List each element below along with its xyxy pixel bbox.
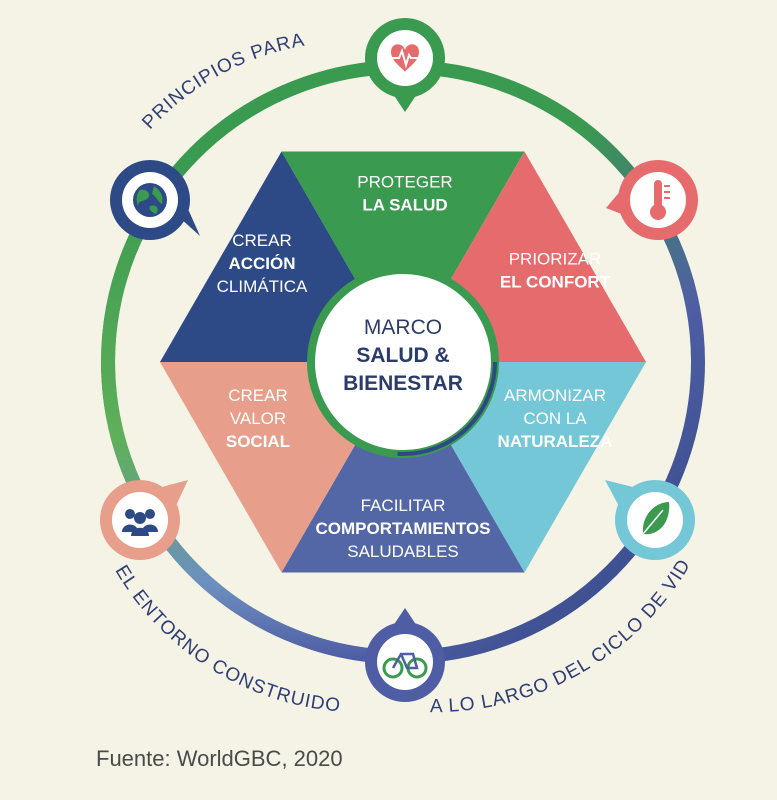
segment-priorizar-line-1: PRIORIZAR [509, 250, 602, 269]
source-caption: Fuente: WorldGBC, 2020 [96, 746, 343, 771]
center-line-2: SALUD & [356, 344, 449, 367]
segment-armonizar-line-2: CON LA [523, 409, 587, 428]
bicycle-badge-tail [393, 608, 417, 626]
segment-proteger-line-1: PROTEGER [357, 173, 452, 192]
heart-rate-icon [391, 44, 419, 72]
ring-label-top-left: PRINCIPIOS PARA [138, 30, 306, 134]
segment-armonizar-line-1: ARMONIZAR [504, 386, 606, 405]
segment-facilitar-line-2: COMPORTAMIENTOS [315, 519, 490, 538]
globe-badge [110, 160, 200, 240]
people-badge-tail [158, 480, 188, 510]
segment-valor-line-3: SOCIAL [226, 432, 290, 451]
segment-valor-line-1: CREAR [228, 386, 288, 405]
people-icon [122, 509, 158, 536]
segment-armonizar-line-3: NATURALEZA [498, 432, 613, 451]
ring-label-top-left-path: PRINCIPIOS PARA [138, 30, 305, 134]
bicycle-icon [382, 652, 428, 679]
center-line-3: BIENESTAR [343, 372, 463, 395]
bicycle-badge [365, 608, 445, 702]
segment-accion-line-3: CLIMÁTICA [217, 277, 308, 296]
center-line-1: MARCO [364, 316, 442, 339]
icon-badges [100, 18, 698, 702]
people-badge [100, 480, 188, 560]
heart-rate-badge [365, 18, 445, 112]
segment-facilitar-line-3: SALUDABLES [347, 542, 459, 561]
thermometer-icon [650, 180, 670, 220]
leaf-badge-tail [605, 480, 637, 510]
globe-icon [133, 183, 167, 217]
segment-proteger-line-2: LA SALUD [362, 196, 447, 215]
heart-rate-badge-tail [393, 94, 417, 112]
center-circle-inner-border [309, 268, 497, 456]
segment-facilitar-line-1: FACILITAR [361, 496, 446, 515]
leaf-badge [605, 480, 695, 560]
segment-proteger [281, 151, 525, 362]
leaf-icon [642, 502, 670, 535]
segment-facilitar [281, 362, 525, 573]
thermometer-badge [606, 160, 698, 240]
segment-priorizar-line-2: EL CONFORT [500, 273, 611, 292]
segment-accion-line-1: CREAR [232, 231, 292, 250]
segment-valor-line-2: VALOR [230, 409, 286, 428]
segment-accion-line-2: ACCIÓN [228, 254, 295, 273]
